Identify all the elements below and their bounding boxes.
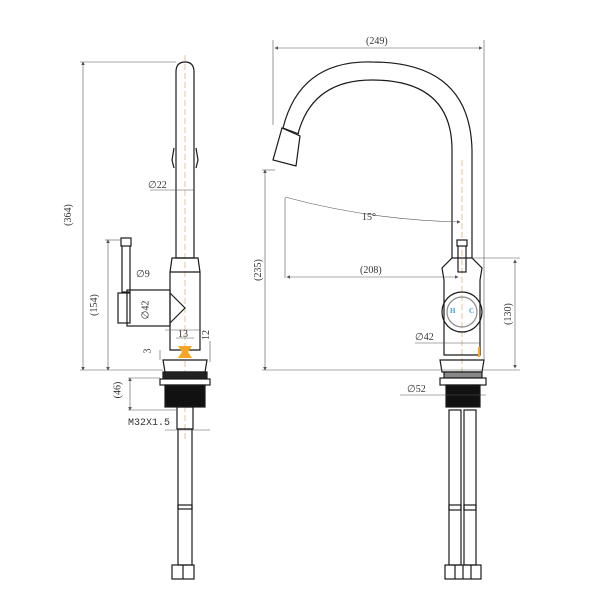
dim-spout-width: (249) bbox=[366, 36, 388, 47]
dim-body-diameter-front: ∅42 bbox=[415, 332, 434, 343]
dim-spout-reach: (208) bbox=[360, 265, 382, 276]
side-dimensions bbox=[80, 61, 211, 431]
dim-thread: M32X1.5 bbox=[128, 418, 171, 429]
dim-spout-height: (235) bbox=[252, 259, 264, 281]
dim-spout-angle: 15° bbox=[362, 212, 376, 223]
dim-marker-offset: 12 bbox=[201, 330, 212, 340]
dim-total-height: (364) bbox=[62, 204, 74, 226]
front-view bbox=[272, 61, 487, 580]
dim-base-gap: 3 bbox=[142, 348, 154, 354]
cold-label: C bbox=[469, 307, 475, 315]
side-view bbox=[117, 55, 211, 580]
dim-lever-diameter: ∅9 bbox=[136, 269, 150, 280]
dim-body-diameter-side: ∅42 bbox=[140, 300, 152, 320]
dim-body-height: (154) bbox=[88, 294, 100, 316]
front-dimensions bbox=[262, 40, 520, 396]
marker-side bbox=[178, 346, 192, 358]
marker-front bbox=[478, 347, 480, 357]
dim-marker-width: 13 bbox=[178, 329, 188, 340]
dim-base-diameter: ∅52 bbox=[407, 384, 426, 395]
dim-spout-diameter: ∅22 bbox=[148, 180, 167, 191]
dim-body-height-front: (130) bbox=[502, 303, 514, 325]
hot-label: H bbox=[450, 307, 456, 315]
dim-shank-height: (46) bbox=[112, 381, 124, 399]
